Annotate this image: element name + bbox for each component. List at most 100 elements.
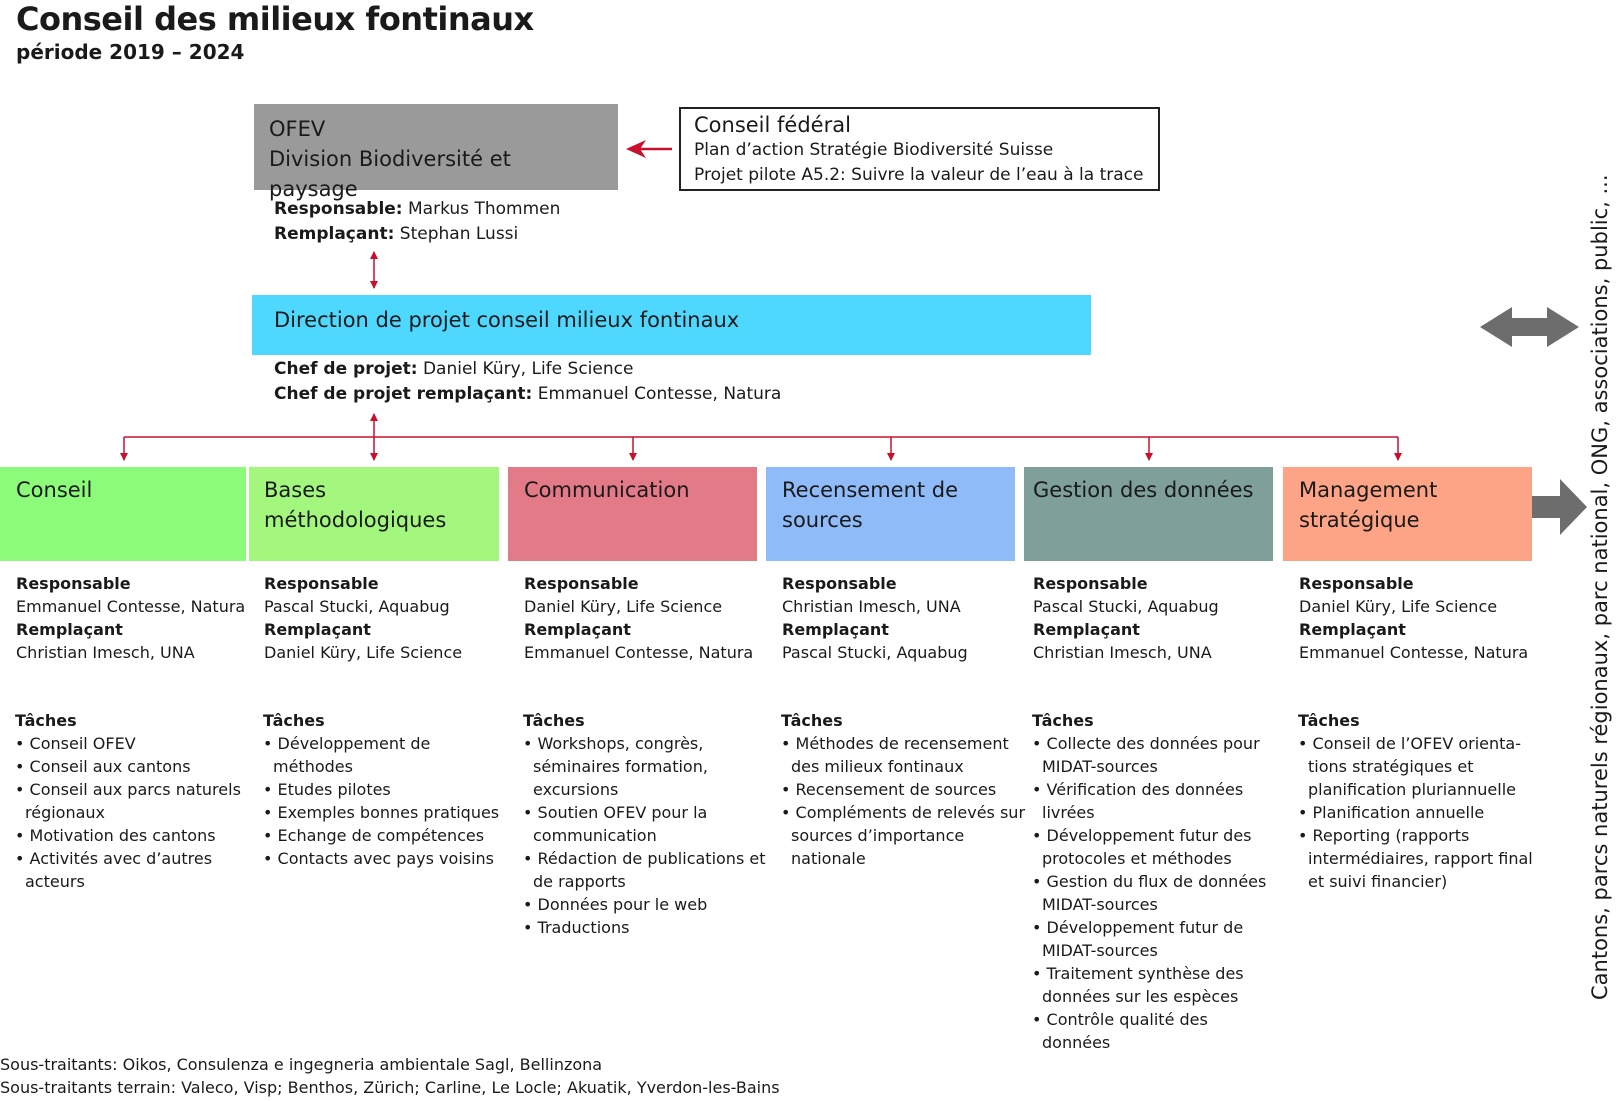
chef-rempl-value: Emmanuel Contesse, Natura xyxy=(532,384,782,404)
task-item: Compléments de relevés sur sources d’imp… xyxy=(781,801,1026,870)
gray-right-arrow xyxy=(1532,479,1587,535)
column-tasks-1: TâchesDéveloppement de méthodesEtudes pi… xyxy=(263,709,508,870)
page-title: Conseil des milieux fontinaux xyxy=(16,0,534,38)
task-list: Méthodes de recensement des milieux font… xyxy=(781,732,1026,870)
column-tasks-2: TâchesWorkshops, congrès, séminaires for… xyxy=(523,709,768,939)
task-item: Echange de compétences xyxy=(263,824,508,847)
rempl-label: Remplaçant xyxy=(524,620,631,639)
resp-value: Pascal Stucki, Aquabug xyxy=(1033,597,1219,616)
task-item: Conseil de l’OFEV orienta­tions stratégi… xyxy=(1298,732,1543,801)
task-list: Développement de méthodesEtudes pilotesE… xyxy=(263,732,508,870)
column-box-5: Management stratégique xyxy=(1283,467,1532,561)
chef-rempl-label: Chef de projet remplaçant: xyxy=(274,384,533,404)
resp-value: Emmanuel Contesse, Natura xyxy=(16,597,246,616)
ofev-resp-value: Markus Thommen xyxy=(402,199,561,219)
cf-line2: Projet pilote A5.2: Suivre la valeur de … xyxy=(694,165,1144,185)
ofev-line2: Division Biodiversité et paysage xyxy=(269,147,511,201)
resp-label: Responsable xyxy=(1299,574,1414,593)
task-list: Workshops, congrès, séminaires formation… xyxy=(523,732,768,939)
column-box-0: Conseil xyxy=(0,467,246,561)
task-item: Motivation des cantons xyxy=(15,824,260,847)
task-item: Soutien OFEV pour la communication xyxy=(523,801,768,847)
footer-line1: Sous-traitants: Oikos, Consulenza e inge… xyxy=(0,1055,603,1074)
chef-label: Chef de projet: xyxy=(274,359,418,379)
resp-label: Responsable xyxy=(264,574,379,593)
task-item: Conseil aux cantons xyxy=(15,755,260,778)
resp-label: Responsable xyxy=(524,574,639,593)
task-item: Etudes pilotes xyxy=(263,778,508,801)
column-tasks-3: TâchesMéthodes de recensement des milieu… xyxy=(781,709,1026,870)
ofev-rempl-value: Stephan Lussi xyxy=(394,224,519,244)
task-item: Traitement synthèse des données sur les … xyxy=(1032,962,1277,1008)
task-item: Recensement de sources xyxy=(781,778,1026,801)
column-tasks-0: TâchesConseil OFEVConseil aux cantonsCon… xyxy=(15,709,260,893)
ofev-responsables: Responsable: Markus Thommen Remplaçant: … xyxy=(274,197,560,247)
conseil-federal-box: Conseil fédéral Plan d’action Stratégie … xyxy=(679,107,1160,191)
ofev-box: OFEV Division Biodiversité et paysage xyxy=(254,104,618,201)
direction-box: Direction de projet conseil milieux font… xyxy=(252,295,1091,355)
task-item: Gestion du flux de données MIDAT-sources xyxy=(1032,870,1277,916)
task-item: Méthodes de recensement des milieux font… xyxy=(781,732,1026,778)
task-item: Traductions xyxy=(523,916,768,939)
task-item: Conseil OFEV xyxy=(15,732,260,755)
rempl-value: Daniel Küry, Life Science xyxy=(264,643,463,662)
page-subtitle: période 2019 – 2024 xyxy=(16,40,245,64)
task-item: Exemples bonnes pratiques xyxy=(263,801,508,824)
rempl-label: Remplaçant xyxy=(16,620,123,639)
task-item: Planification annuelle xyxy=(1298,801,1543,824)
task-item: Développement futur des protocoles et mé… xyxy=(1032,824,1277,870)
task-item: Activités avec d’autres acteurs xyxy=(15,847,260,893)
rempl-value: Emmanuel Contesse, Natura xyxy=(524,643,754,662)
rempl-value: Christian Imesch, UNA xyxy=(1033,643,1212,662)
chef-value: Daniel Küry, Life Science xyxy=(417,359,634,379)
rempl-label: Remplaçant xyxy=(264,620,371,639)
task-item: Collecte des données pour MIDAT-sources xyxy=(1032,732,1277,778)
tasks-label: Tâches xyxy=(781,711,843,730)
task-item: Contacts avec pays voisins xyxy=(263,847,508,870)
resp-value: Daniel Küry, Life Science xyxy=(524,597,723,616)
rempl-value: Emmanuel Contesse, Natura xyxy=(1299,643,1529,662)
rempl-label: Remplaçant xyxy=(782,620,889,639)
rempl-label: Remplaçant xyxy=(1299,620,1406,639)
column-tasks-5: TâchesConseil de l’OFEV orienta­tions st… xyxy=(1298,709,1543,893)
task-item: Reporting (rapports intermédiaires, rapp… xyxy=(1298,824,1543,893)
tasks-label: Tâches xyxy=(15,711,77,730)
resp-value: Pascal Stucki, Aquabug xyxy=(264,597,450,616)
resp-value: Daniel Küry, Life Science xyxy=(1299,597,1498,616)
resp-label: Responsable xyxy=(782,574,897,593)
tasks-label: Tâches xyxy=(1032,711,1094,730)
ofev-line1: OFEV xyxy=(269,117,326,141)
column-box-1: Bases méthodologiques xyxy=(249,467,499,561)
resp-label: Responsable xyxy=(16,574,131,593)
cf-title: Conseil fédéral xyxy=(694,113,851,137)
gray-double-arrow xyxy=(1480,307,1579,347)
resp-value: Christian Imesch, UNA xyxy=(782,597,961,616)
rempl-label: Remplaçant xyxy=(1033,620,1140,639)
side-label: Cantons, parcs naturels régionaux, parc … xyxy=(1588,174,1612,1000)
task-list: Conseil OFEVConseil aux cantonsConseil a… xyxy=(15,732,260,893)
arrowhead-cf-to-ofev xyxy=(626,140,646,158)
ofev-resp-label: Responsable: xyxy=(274,199,403,219)
task-item: Conseil aux parcs naturels régionaux xyxy=(15,778,260,824)
task-item: Développement futur de MIDAT-sources xyxy=(1032,916,1277,962)
task-item: Contrôle qualité des données xyxy=(1032,1008,1277,1054)
cf-line1: Plan d’action Stratégie Biodiversité Sui… xyxy=(694,140,1054,160)
column-box-2: Communication xyxy=(508,467,757,561)
tasks-label: Tâches xyxy=(523,711,585,730)
task-list: Conseil de l’OFEV orienta­tions stratégi… xyxy=(1298,732,1543,893)
ofev-rempl-label: Remplaçant: xyxy=(274,224,395,244)
column-box-4: Gestion des données xyxy=(1024,467,1273,561)
task-item: Vérification des données livrées xyxy=(1032,778,1277,824)
task-item: Développement de méthodes xyxy=(263,732,508,778)
resp-label: Responsable xyxy=(1033,574,1148,593)
tasks-label: Tâches xyxy=(263,711,325,730)
column-tasks-4: TâchesCollecte des données pour MIDAT-so… xyxy=(1032,709,1277,1054)
task-item: Données pour le web xyxy=(523,893,768,916)
